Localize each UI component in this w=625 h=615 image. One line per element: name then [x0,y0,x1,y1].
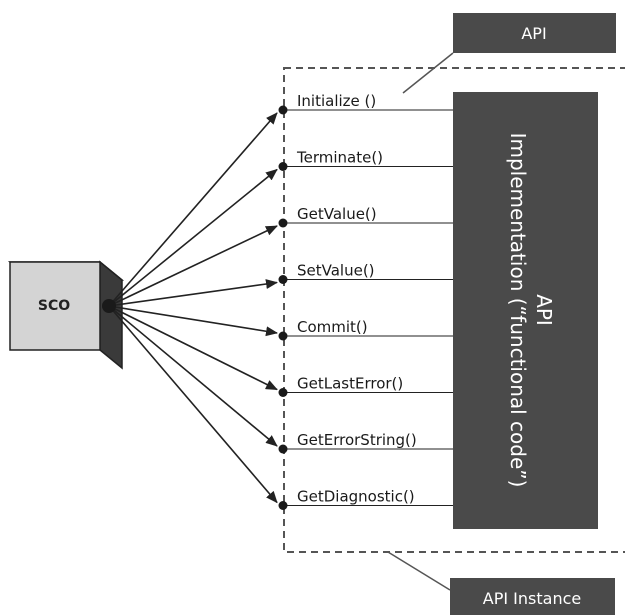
function-rows: Initialize () Terminate() GetValue() SetVal… [108,92,453,510]
function-dot [278,501,288,510]
sco-connection-dot [102,299,116,313]
api-label-box: API [453,13,616,53]
api-instance-boundary [283,67,625,553]
function-label: GetDiagnostic() [297,488,415,506]
function-dot [278,444,288,454]
sco-label: SCO [38,298,70,314]
implementation-title: API [532,294,556,326]
function-dot [278,105,288,115]
function-dot [278,388,288,397]
implementation-subtitle: Implementation (“functional code”) [506,133,530,488]
function-label: Terminate() [296,149,383,167]
function-label: GetValue() [297,205,377,223]
api-instance-callout-line [387,551,451,591]
function-arrow [108,279,278,307]
function-arrow [108,168,278,307]
function-label: Initialize () [297,92,376,110]
function-arrow [108,305,278,447]
api-callout-line [402,52,454,94]
function-dot [278,218,288,228]
api-instance-label-box: API Instance [450,578,615,615]
function-label: GetLastError() [297,375,403,393]
sco-cube: SCO [7,260,125,370]
api-instance-label: API Instance [483,589,581,608]
function-arrow [108,225,278,307]
sco-cube-front [9,261,101,351]
function-label: GetErrorString() [297,431,417,449]
function-label: SetValue() [297,262,375,280]
function-arrow [108,305,278,391]
function-arrow [108,112,278,307]
function-label: Commit() [297,318,368,336]
function-arrow [108,305,278,504]
function-dot [278,275,288,284]
implementation-box: API Implementation (“functional code”) [453,92,598,529]
function-dot [278,162,288,171]
api-label: API [521,24,546,43]
function-arrow [108,305,278,337]
function-dot [278,331,288,341]
